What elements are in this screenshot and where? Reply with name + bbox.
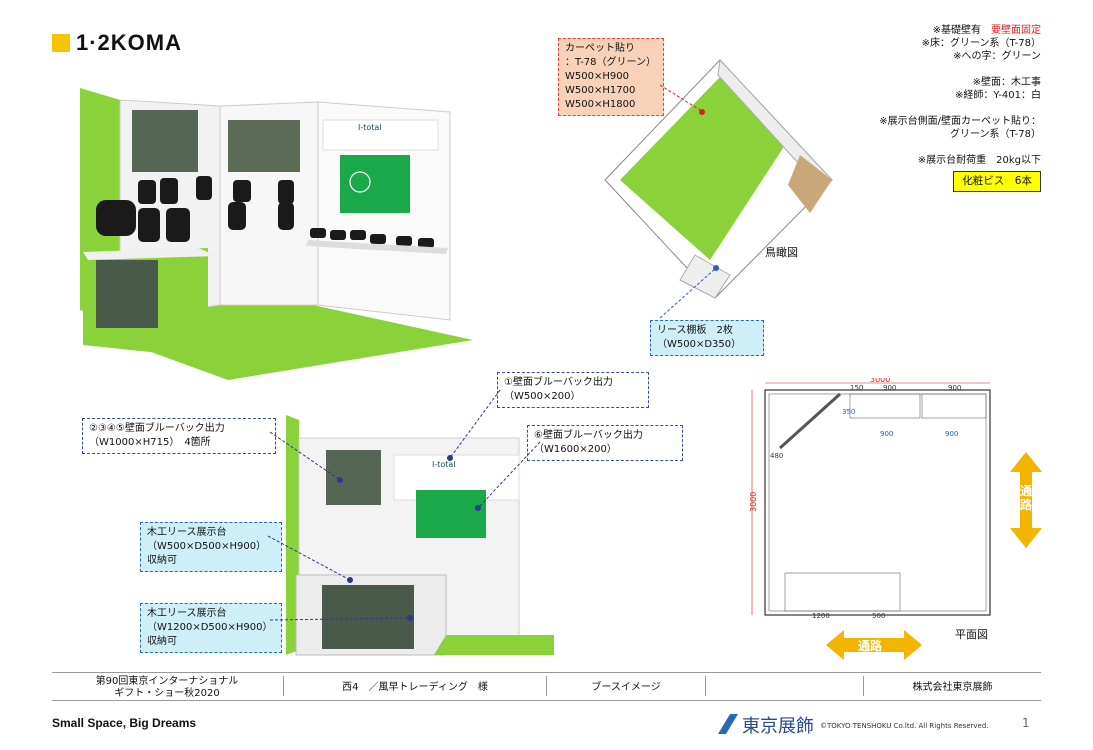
plan-dim-900b: 900 (948, 384, 961, 392)
green-panel-circle (349, 171, 371, 193)
brand-logo: 1·2KOMA (52, 30, 182, 56)
note-line-6: ※展示台側面/壁面カーペット貼り： (879, 116, 1041, 127)
plan-dim-480: 480 (770, 452, 783, 460)
aisle-arrow-vertical (1010, 452, 1042, 548)
tagline: Small Space, Big Dreams (52, 716, 197, 730)
page-number: 1 (1022, 716, 1030, 730)
plan-outer (764, 389, 991, 616)
arrow-carpet-dot (699, 109, 705, 115)
company-logo-icon (718, 714, 738, 734)
plan-dim-350: 350 (842, 408, 855, 416)
plan-dim-1200: 1200 (812, 612, 830, 620)
note-line-4: ※壁面：木工事 (972, 77, 1041, 88)
brand-name: 1·2KOMA (76, 30, 183, 55)
shelf (306, 240, 448, 254)
plan-dim-900d: 900 (945, 430, 958, 438)
highlight-note: 化粧ビス 6本 (953, 171, 1041, 192)
booth-perspective: I-total (80, 88, 473, 380)
plan-dim-top: 3000 (870, 378, 890, 384)
copyright: ©TOKYO TENSHOKU Co.ltd. All Rights Reser… (820, 722, 989, 730)
spec-notes: ※基礎壁有 要壁面固定 ※床：グリーン系（T-78） ※への字：グリーン ※壁面… (879, 24, 1041, 192)
sign-logo: I-total (358, 123, 382, 132)
company-logo-text: 東京展飾 (742, 716, 814, 737)
plan-counter (784, 572, 901, 612)
note-line-7: グリーン系（T-78） (949, 129, 1041, 140)
plan-diagonal (778, 392, 842, 450)
front-floor (434, 635, 554, 655)
footer-company: 株式会社東京展飾 (912, 682, 993, 693)
front-counter-poster (322, 585, 414, 649)
aisle-label-horizontal: 通路 (858, 639, 883, 653)
plan-dim-150: 150 (850, 384, 863, 392)
front-poster (326, 450, 381, 505)
callout-blueback-1: ①壁面ブルーバック出力 （W500×200） (497, 372, 649, 408)
brand-square-icon (52, 34, 70, 52)
plan-dim-left: 3000 (749, 492, 758, 512)
poster-2 (228, 120, 300, 172)
callout-counter-1: 木工リース展示台 （W500×D500×H900） 収納可 (140, 522, 282, 572)
footer-title: ブースイメージ (591, 682, 661, 693)
booth-front-view: I-total (286, 415, 554, 656)
callout-counter-2: 木工リース展示台 （W1200×D500×H900） 収納可 (140, 603, 282, 653)
plan-dim-900a: 900 (883, 384, 896, 392)
note-line-3: ※への字：グリーン (953, 51, 1041, 62)
plan-title: 平面図 (955, 628, 988, 641)
note-line-5: ※経師：Y-401：白 (955, 90, 1041, 101)
counter-poster (96, 260, 158, 328)
callout-blueback-6: ⑥壁面ブルーバック出力 （W1600×200） (527, 425, 683, 461)
front-arrows (267, 389, 541, 621)
arrow-shelf (659, 265, 719, 319)
footer-exhibition: 第90回東京インターナショナル ギフト・ショー秋2020 (95, 676, 239, 699)
birdseye-wood (788, 155, 832, 213)
birdseye-label: 鳥瞰図 (765, 246, 798, 259)
green-panel (340, 155, 410, 213)
note-line-2: ※床：グリーン系（T-78） (921, 38, 1041, 49)
plan-dim-500: 500 (872, 612, 885, 620)
plan-dim-900c: 900 (880, 430, 893, 438)
bag-group (96, 176, 434, 248)
aisle-label-vertical: 通路 (1019, 484, 1032, 512)
callout-blueback-2345: ②③④⑤壁面ブルーバック出力 （W1000×H715） 4箇所 (82, 418, 276, 454)
note-line-1: ※基礎壁有 要壁面固定 (932, 25, 1041, 36)
callout-shelf: リース棚板 2枚 （W500×D350） (650, 320, 764, 356)
arrow-carpet (659, 84, 701, 111)
note-line-8: ※展示台耐荷重 20kg以下 (917, 155, 1041, 166)
callout-carpet: カーペット貼り ：T-78（グリーン） W500×H900 W500×H1700… (558, 38, 664, 116)
plan-shelf-2 (921, 393, 987, 419)
front-sign-logo: I-total (432, 460, 456, 469)
birdseye-view (604, 58, 833, 299)
plan-view: 3000 3000 150 900 900 900 900 350 1200 5… (749, 378, 991, 620)
plan-shelf-1 (849, 393, 921, 419)
sign-panel (322, 119, 439, 151)
birdseye-floor (620, 77, 785, 260)
counter-top (83, 248, 218, 260)
footer-booth: 西4 ／風早トレーディング 様 (342, 682, 488, 693)
plan-inner (768, 393, 987, 612)
aisle-arrow-horizontal (826, 630, 922, 660)
front-green-panel (416, 490, 486, 538)
poster-1 (132, 110, 198, 172)
